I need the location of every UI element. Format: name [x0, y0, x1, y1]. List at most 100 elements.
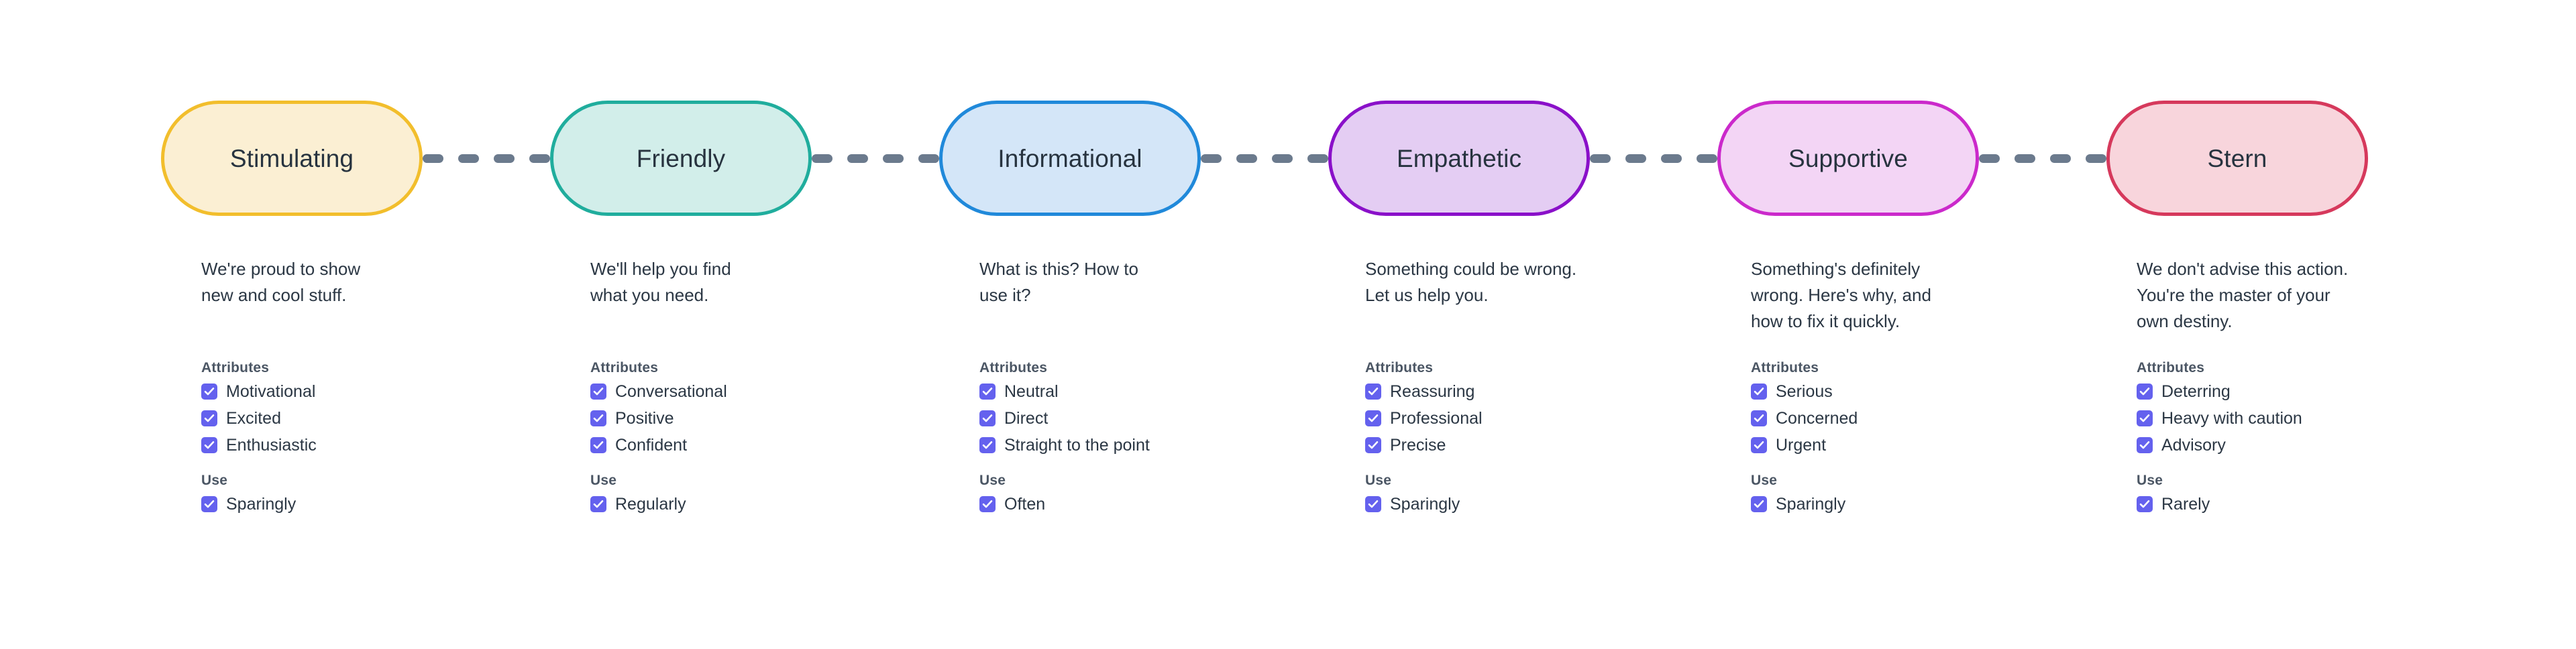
attribute-checkbox-row[interactable]: Positive	[590, 409, 953, 428]
use-heading: Use	[2137, 473, 2163, 488]
checkbox-checked-icon[interactable]	[2137, 496, 2153, 512]
connector-dash	[1201, 154, 1222, 163]
attribute-checkbox-row[interactable]: Excited	[201, 409, 564, 428]
connector-dash	[1307, 154, 1328, 163]
attribute-checkbox-row[interactable]: Confident	[590, 436, 953, 455]
use-checkbox-row[interactable]: Sparingly	[1751, 495, 2113, 514]
tone-description: We're proud to show new and cool stuff.	[201, 259, 361, 305]
tone-pill-stimulating[interactable]: Stimulating	[161, 101, 423, 216]
checkbox-checked-icon[interactable]	[201, 410, 217, 426]
checkbox-checked-icon[interactable]	[1751, 384, 1767, 400]
attribute-checkbox-row[interactable]: Heavy with caution	[2137, 409, 2499, 428]
checkbox-checked-icon[interactable]	[979, 496, 996, 512]
checkbox-checked-icon[interactable]	[1365, 496, 1381, 512]
use-checkbox-row[interactable]: Sparingly	[1365, 495, 1727, 514]
attribute-checkbox-row[interactable]: Serious	[1751, 382, 2113, 401]
tone-pill-empathetic[interactable]: Empathetic	[1328, 101, 1590, 216]
connector-dash	[458, 154, 479, 163]
connector-dash	[1661, 154, 1682, 163]
use-label: Rarely	[2161, 494, 2210, 514]
checkbox-checked-icon[interactable]	[590, 384, 606, 400]
checkbox-checked-icon[interactable]	[2137, 410, 2153, 426]
dashed-connector	[423, 154, 550, 163]
attribute-checkbox-row[interactable]: Deterring	[2137, 382, 2499, 401]
checkbox-checked-icon[interactable]	[1365, 384, 1381, 400]
attribute-checkbox-row[interactable]: Professional	[1365, 409, 1727, 428]
checkbox-checked-icon[interactable]	[979, 437, 996, 453]
use-heading: Use	[1365, 473, 1392, 488]
connector-dash	[494, 154, 515, 163]
checkbox-checked-icon[interactable]	[2137, 384, 2153, 400]
checkbox-checked-icon[interactable]	[1365, 410, 1381, 426]
use-label: Sparingly	[226, 494, 297, 514]
attribute-checkbox-row[interactable]: Motivational	[201, 382, 564, 401]
attribute-checkbox-row[interactable]: Direct	[979, 409, 1342, 428]
attribute-label: Advisory	[2161, 435, 2226, 455]
connector-dash	[1236, 154, 1257, 163]
tone-pill-supportive[interactable]: Supportive	[1717, 101, 1979, 216]
attribute-checkbox-row[interactable]: Enthusiastic	[201, 436, 564, 455]
checkbox-checked-icon[interactable]	[201, 496, 217, 512]
attribute-checkbox-row[interactable]: Straight to the point	[979, 436, 1342, 455]
tone-description: Something could be wrong. Let us help yo…	[1365, 259, 1577, 305]
checkbox-checked-icon[interactable]	[1751, 437, 1767, 453]
use-heading: Use	[1751, 473, 1778, 488]
tone-pill-stern[interactable]: Stern	[2106, 101, 2368, 216]
tone-pill-label: Stern	[2207, 144, 2267, 172]
attribute-label: Conversational	[615, 381, 727, 401]
tone-pill-label: Empathetic	[1396, 144, 1522, 172]
attribute-label: Urgent	[1776, 435, 1827, 455]
attribute-label: Enthusiastic	[226, 435, 317, 455]
tone-description: We'll help you find what you need.	[590, 259, 731, 305]
attribute-checkbox-row[interactable]: Neutral	[979, 382, 1342, 401]
tone-pill-label: Informational	[998, 144, 1142, 172]
checkbox-checked-icon[interactable]	[1751, 496, 1767, 512]
use-heading: Use	[201, 473, 228, 488]
attribute-checkbox-row[interactable]: Precise	[1365, 436, 1727, 455]
checkbox-checked-icon[interactable]	[979, 410, 996, 426]
tone-pill-informational[interactable]: Informational	[939, 101, 1201, 216]
tone-pill-label: Stimulating	[229, 144, 354, 172]
attribute-checkbox-row[interactable]: Urgent	[1751, 436, 2113, 455]
tone-pill-friendly[interactable]: Friendly	[550, 101, 812, 216]
connector-dash	[1979, 154, 2000, 163]
use-checkbox-row[interactable]: Sparingly	[201, 495, 564, 514]
attribute-heading: Attributes	[2137, 360, 2205, 375]
tone-description: What is this? How to use it?	[979, 259, 1138, 305]
connector-dash	[1272, 154, 1293, 163]
checkbox-checked-icon[interactable]	[1365, 437, 1381, 453]
checkbox-checked-icon[interactable]	[201, 437, 217, 453]
attribute-checkbox-row[interactable]: Reassuring	[1365, 382, 1727, 401]
checkbox-checked-icon[interactable]	[979, 384, 996, 400]
checkbox-checked-icon[interactable]	[1751, 410, 1767, 426]
attribute-label: Heavy with caution	[2161, 408, 2302, 428]
checkbox-checked-icon[interactable]	[201, 384, 217, 400]
use-checkbox-row[interactable]: Regularly	[590, 495, 953, 514]
connector-dash	[812, 154, 833, 163]
use-label: Sparingly	[1776, 494, 1846, 514]
checkbox-checked-icon[interactable]	[590, 496, 606, 512]
tone-description: We don't advise this action. You're the …	[2137, 259, 2349, 331]
attribute-label: Professional	[1390, 408, 1483, 428]
attribute-label: Deterring	[2161, 381, 2231, 401]
tone-column-stern: We don't advise this action. You're the …	[2137, 256, 2499, 512]
attribute-checkbox-row[interactable]: Advisory	[2137, 436, 2499, 455]
use-checkbox-row[interactable]: Often	[979, 495, 1342, 514]
use-checkbox-row[interactable]: Rarely	[2137, 495, 2499, 514]
attribute-label: Serious	[1776, 381, 1833, 401]
attribute-checkbox-row[interactable]: Concerned	[1751, 409, 2113, 428]
checkbox-checked-icon[interactable]	[2137, 437, 2153, 453]
connector-dash	[883, 154, 904, 163]
checkbox-checked-icon[interactable]	[590, 437, 606, 453]
connector-dash	[2050, 154, 2071, 163]
attribute-checkbox-row[interactable]: Conversational	[590, 382, 953, 401]
checkbox-checked-icon[interactable]	[590, 410, 606, 426]
